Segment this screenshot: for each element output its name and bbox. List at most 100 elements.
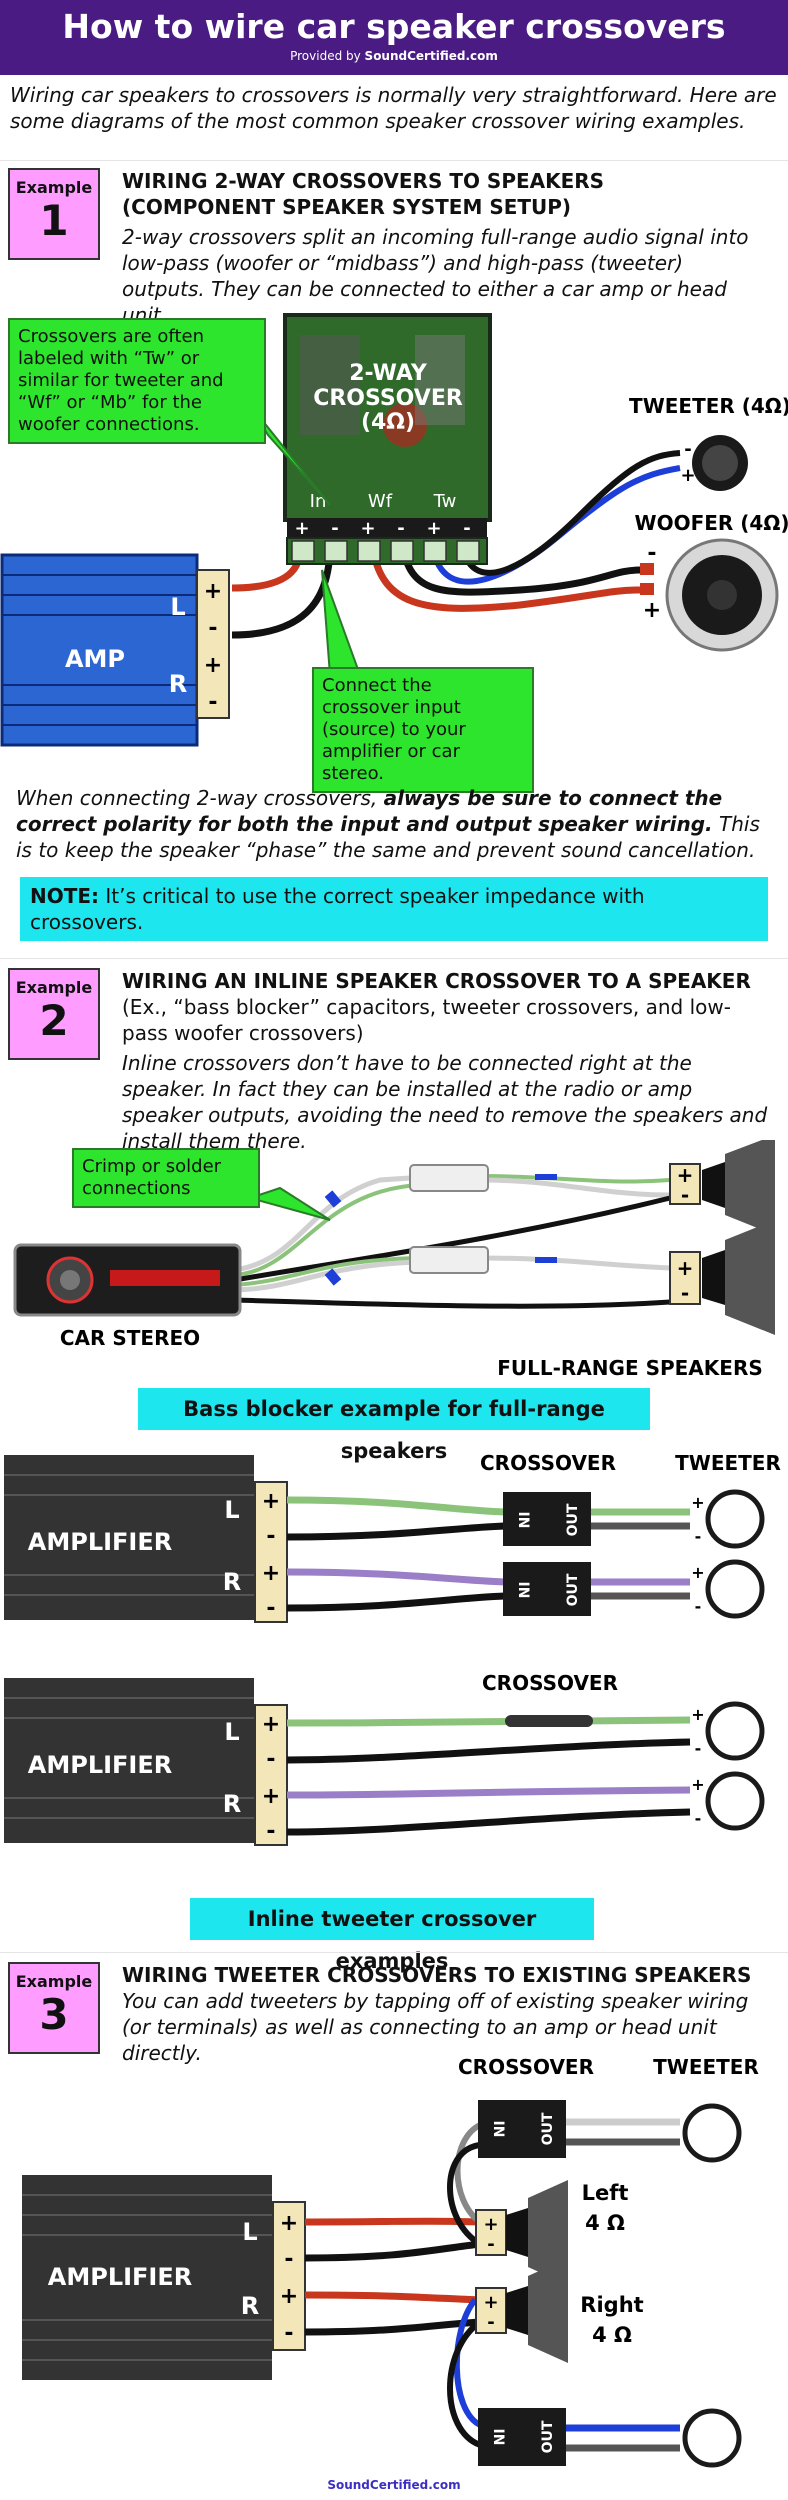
amplifier-2 xyxy=(4,1678,254,1843)
subtitle-prefix: Provided by xyxy=(290,49,365,63)
note-label: NOTE: xyxy=(30,884,100,908)
plus-sign: + xyxy=(280,2284,298,2309)
crossover-title-2: CROSSOVER xyxy=(313,386,463,411)
example-badge-3: Example 3 xyxy=(8,1962,100,2054)
plus-sign: + xyxy=(643,598,661,623)
plus-sign: + xyxy=(262,1712,280,1737)
ex2-heading-bold: WIRING AN INLINE SPEAKER CROSSOVER TO A … xyxy=(122,969,751,993)
plus-sign: + xyxy=(691,1775,704,1794)
speaker-icon xyxy=(702,1162,725,1208)
crimp-connector xyxy=(535,1174,557,1180)
term-in-label: In xyxy=(310,491,327,512)
minus-sign: - xyxy=(695,1809,702,1828)
speaker-icon xyxy=(506,2208,528,2257)
tweeter-icon xyxy=(705,1771,765,1831)
left-speaker-label: Left xyxy=(582,2181,629,2205)
speaker-icon xyxy=(506,2286,528,2335)
callout-terminal-labels: Crossovers are often labeled with “Tw” o… xyxy=(8,318,266,444)
wire-red xyxy=(304,2291,481,2304)
crimp-connector xyxy=(324,1190,342,1208)
crossover-title-1: 2-WAY xyxy=(349,361,428,386)
woofer-terminal xyxy=(640,583,654,595)
inline-crossover-capsule xyxy=(409,1164,489,1192)
example-label: Example xyxy=(15,978,93,997)
plus-sign: + xyxy=(204,653,222,678)
crimp-connector xyxy=(324,1268,342,1286)
amp-body xyxy=(0,553,199,747)
minus-sign: - xyxy=(684,439,691,460)
screw-terminal xyxy=(291,540,315,562)
crossover-module xyxy=(503,1492,591,1546)
wire-black xyxy=(286,1738,691,1764)
plus-sign: + xyxy=(262,1561,280,1586)
tweeter-icon xyxy=(705,1559,765,1619)
crossover-module xyxy=(478,2100,566,2158)
ex2-heading-extra: (Ex., “bass blocker” capacitors, tweeter… xyxy=(122,995,731,1045)
polarity-strip xyxy=(287,518,487,538)
wire-purple xyxy=(286,1786,691,1799)
amp-R-label: R xyxy=(241,2292,259,2320)
wire-white xyxy=(479,1177,671,1198)
amp-terminals xyxy=(254,1481,288,1623)
tweeter-icon xyxy=(682,2408,742,2468)
footer-brand: SoundCertified.com xyxy=(327,2478,461,2492)
amplifier-label: AMPLIFIER xyxy=(28,1528,172,1556)
amp-R-label: R xyxy=(169,670,187,698)
wire-black xyxy=(447,2142,482,2247)
amp-L-label: L xyxy=(170,593,185,621)
minus-sign: - xyxy=(487,2234,494,2255)
wire-black xyxy=(234,1297,671,1309)
crossover-label: CROSSOVER xyxy=(482,1671,618,1695)
caption-bass-blocker: Bass blocker example for full-range spea… xyxy=(138,1388,650,1463)
plus-sign: + xyxy=(262,1489,280,1514)
plus-sign: + xyxy=(680,465,695,486)
crimp-connector xyxy=(535,1257,557,1263)
wire-blue xyxy=(453,2298,482,2428)
speaker-terminals xyxy=(669,1163,701,1205)
tweeter-label: TWEETER (4Ω) xyxy=(629,394,788,418)
left-speaker-ohm: 4 Ω xyxy=(585,2211,625,2235)
wire-black xyxy=(398,542,641,596)
plus-sign: + xyxy=(483,2214,498,2235)
tweeter-icon xyxy=(705,1701,765,1761)
wire-black xyxy=(304,2240,481,2262)
screw-terminal xyxy=(456,540,480,562)
wire-black xyxy=(286,1522,506,1541)
para-start: When connecting 2-way crossovers, xyxy=(16,786,384,810)
amplifier-label: AMPLIFIER xyxy=(28,1751,172,1779)
callout-crimp: Crimp or solder connections xyxy=(72,1148,260,1208)
ex1-heading: WIRING 2-WAY CROSSOVERS TO SPEAKERS (COM… xyxy=(122,169,605,219)
plus-sign: + xyxy=(426,518,441,539)
para-end: This is to keep the speaker “phase” the … xyxy=(16,812,760,862)
minus-sign: - xyxy=(695,1527,702,1546)
tweeter-dome xyxy=(702,445,738,481)
capacitor xyxy=(300,335,360,435)
speaker-cone xyxy=(528,2180,568,2285)
car-stereo-label: CAR STEREO xyxy=(60,1326,200,1350)
intro-text: Wiring car speakers to crossovers is nor… xyxy=(10,83,777,133)
speaker-terminals xyxy=(475,2209,507,2256)
in-label: IN xyxy=(515,1582,531,1599)
screw-terminal xyxy=(324,540,348,562)
divider xyxy=(0,160,788,161)
minus-sign: - xyxy=(266,1819,275,1844)
plus-sign: + xyxy=(691,1493,704,1512)
tweeter-icon xyxy=(705,1489,765,1549)
out-label: OUT xyxy=(540,2112,556,2145)
crossover-label: CROSSOVER xyxy=(458,2055,594,2079)
header-banner: How to wire car speaker crossovers Provi… xyxy=(0,0,788,75)
wire-black xyxy=(304,2318,481,2336)
wire-black xyxy=(231,544,334,639)
amplifier-1 xyxy=(4,1455,254,1620)
minus-sign: - xyxy=(266,1747,275,1772)
plus-sign: + xyxy=(677,1256,694,1280)
terminal-block xyxy=(286,537,488,565)
page-title: How to wire car speaker crossovers xyxy=(62,7,726,46)
minus-sign: - xyxy=(695,1597,702,1616)
ex3-heading: WIRING TWEETER CROSSOVERS TO EXISTING SP… xyxy=(122,1963,752,1987)
wire-white xyxy=(234,1173,441,1273)
wire-red xyxy=(368,542,641,612)
wire-purple xyxy=(286,1568,506,1586)
minus-sign: - xyxy=(463,518,470,539)
example-number: 1 xyxy=(39,196,69,245)
